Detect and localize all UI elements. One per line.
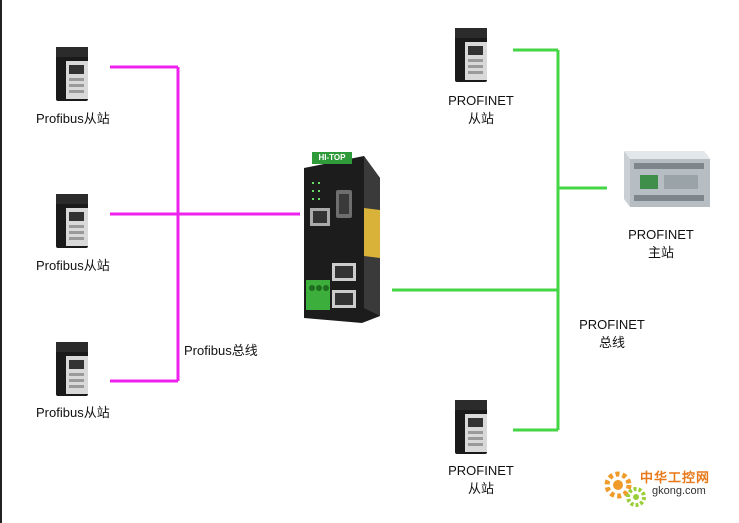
servo-drive-icon <box>56 342 88 396</box>
plc-controller-icon <box>624 151 710 207</box>
protocol-gateway-icon <box>304 152 380 323</box>
protocol-gateway: HI-TOP <box>302 148 382 323</box>
gateway-brand-label: HI-TOP <box>318 153 346 162</box>
watermark-text: 中华工控网 <box>640 470 711 485</box>
profibus-bus-wire <box>110 65 300 383</box>
profinet-master-label-line1: PROFINET <box>628 227 694 242</box>
profinet-bus-label-line1: PROFINET <box>579 317 645 332</box>
profibus-bus-label: Profibus总线 <box>184 343 258 358</box>
profinet-master-label-line2: 主站 <box>647 245 674 260</box>
servo-drive-icon <box>56 47 88 101</box>
profinet-slave-label-line2: 从站 <box>467 111 494 126</box>
left-border <box>0 0 2 523</box>
profinet-slave-label: PROFINET 从站 <box>444 92 518 128</box>
profinet-slave-label-line1: PROFINET <box>448 463 514 478</box>
profinet-bus-wire <box>392 48 607 432</box>
profinet-master-label: PROFINET 主站 <box>622 226 700 262</box>
profinet-slave-label-line1: PROFINET <box>448 93 514 108</box>
profibus-slave-label: Profibus从站 <box>36 258 110 273</box>
profinet-bus-label-line2: 总线 <box>598 335 625 350</box>
watermark: 中华工控网 gkong.com <box>600 465 735 515</box>
watermark-url: gkong.com <box>652 485 706 497</box>
servo-drive-icon <box>455 28 487 82</box>
profinet-slave-label: PROFINET 从站 <box>444 462 518 498</box>
profibus-slave-label: Profibus从站 <box>36 111 110 126</box>
profibus-slave-label: Profibus从站 <box>36 405 110 420</box>
profinet-bus-label: PROFINET 总线 <box>574 316 650 352</box>
gear-logo-icon <box>604 471 646 507</box>
servo-drive-icon <box>455 400 487 454</box>
servo-drive-icon <box>56 194 88 248</box>
profinet-slave-label-line2: 从站 <box>467 481 494 496</box>
